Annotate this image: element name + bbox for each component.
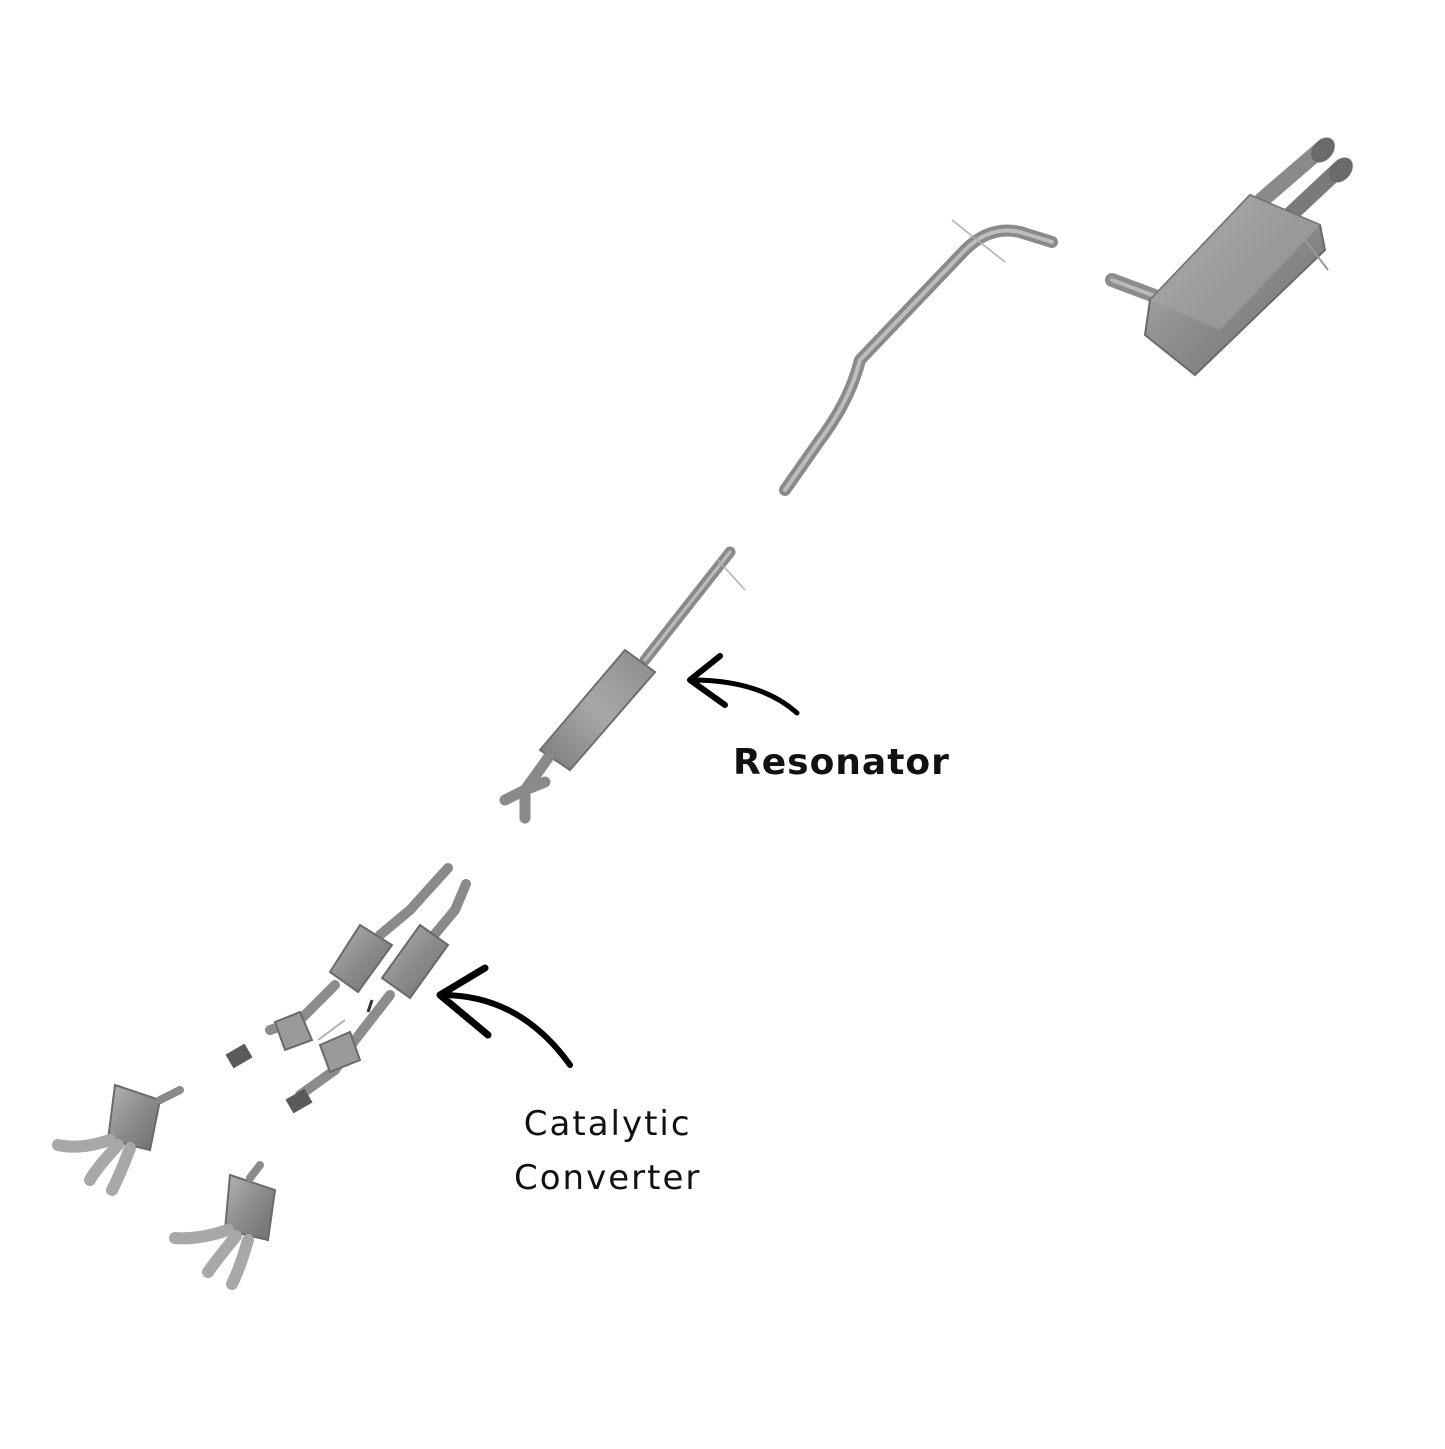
resonator-pipe — [499, 546, 746, 824]
resonator-arrow-icon — [687, 653, 800, 716]
exhaust-manifold-left — [52, 1083, 184, 1196]
catalytic-label-line2: Converter — [514, 1158, 702, 1198]
catalytic-arrow-icon — [436, 964, 573, 1068]
muffler-with-dual-tips — [1105, 137, 1353, 377]
catalytic-converter-y-pipe — [225, 863, 471, 1114]
catalytic-converter-label: Catalytic Converter — [514, 1097, 701, 1205]
exhaust-manifold-right — [169, 1161, 277, 1290]
catalytic-label-line1: Catalytic — [523, 1104, 692, 1144]
resonator-label: Resonator — [733, 742, 950, 783]
tailpipe-bent — [779, 219, 1058, 496]
